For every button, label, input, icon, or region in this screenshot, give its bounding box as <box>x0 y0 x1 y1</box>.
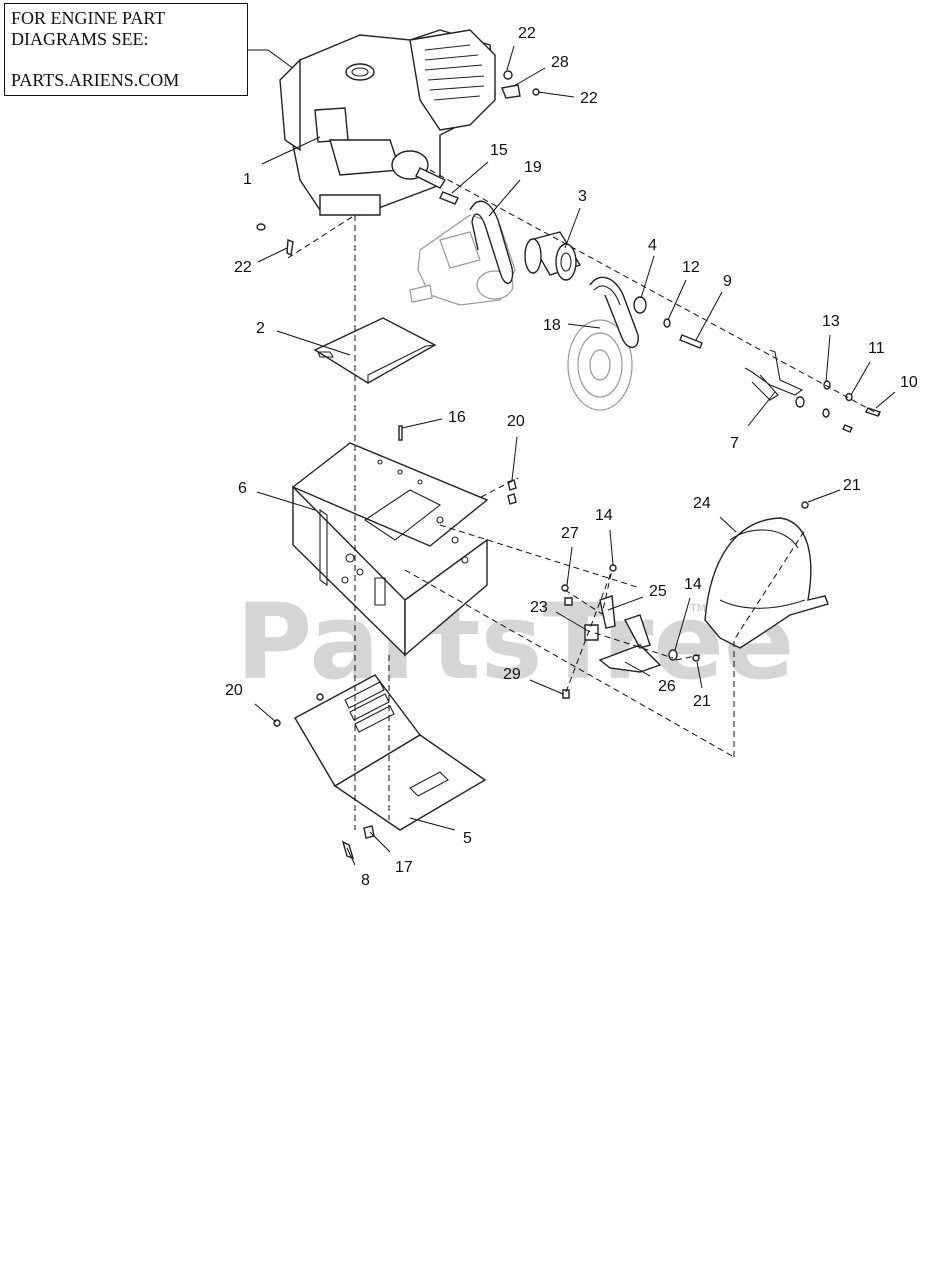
nut-14-upper-part <box>609 564 617 572</box>
pulley-18-part <box>567 276 639 411</box>
nut-27-b <box>564 597 573 606</box>
nut-22-top-part <box>503 70 513 80</box>
bolt-9-part <box>679 334 703 349</box>
bolt-20-lower-b <box>316 693 324 701</box>
callout-4: 4 <box>648 237 657 254</box>
gearbox-reference <box>409 214 516 306</box>
callout-21-lower: 21 <box>693 693 711 710</box>
belt-19-part <box>469 200 514 284</box>
nut-22-left-part <box>256 223 266 231</box>
callout-7: 7 <box>730 435 739 452</box>
callout-9: 9 <box>723 273 732 290</box>
bolt-10-part <box>865 407 881 417</box>
callout-11: 11 <box>868 340 885 357</box>
frame-6-part <box>291 442 489 657</box>
callout-12: 12 <box>682 259 700 276</box>
clip-17-part <box>363 825 375 839</box>
belt-cover-24-part <box>704 517 829 649</box>
callout-15: 15 <box>490 142 508 159</box>
callout-20-lower: 20 <box>225 682 243 699</box>
bracket-26-part <box>598 614 662 673</box>
pulley-3-part <box>524 231 582 281</box>
engine-part <box>279 29 496 216</box>
bolt-20-upper-b <box>507 493 517 505</box>
note-line-1: FOR ENGINE PART <box>11 8 166 28</box>
screw-small <box>842 424 853 433</box>
callout-13: 13 <box>822 313 840 330</box>
callout-20-upper: 20 <box>507 413 525 430</box>
key-15-part <box>439 191 459 205</box>
note-line-3: PARTS.ARIENS.COM <box>11 70 180 90</box>
nut-27-part <box>561 584 569 592</box>
callout-23: 23 <box>530 599 548 616</box>
callout-2: 2 <box>256 320 265 337</box>
washer-4-part <box>633 296 647 314</box>
callout-22-right: 22 <box>580 90 598 107</box>
callout-21-upper: 21 <box>843 477 861 494</box>
screw-16-part <box>398 425 403 441</box>
screw-21-upper-part <box>801 501 809 509</box>
callout-17: 17 <box>395 859 413 876</box>
callout-numbers: 22 28 22 1 15 19 3 22 4 12 9 2 18 13 11 … <box>225 25 918 889</box>
engine-parts-note: FOR ENGINE PART DIAGRAMS SEE: PARTS.ARIE… <box>4 3 248 96</box>
callout-8: 8 <box>361 872 370 889</box>
callout-22-top: 22 <box>518 25 536 42</box>
callout-29: 29 <box>503 666 521 683</box>
callout-1: 1 <box>243 171 252 188</box>
callout-14-upper: 14 <box>595 507 613 524</box>
callout-3: 3 <box>578 188 587 205</box>
callout-leaders <box>254 45 896 866</box>
bracket-7-part <box>744 349 804 401</box>
callout-6: 6 <box>238 480 247 497</box>
screw-21-lower-part <box>692 654 700 662</box>
callout-14-lower: 14 <box>684 576 702 593</box>
note-line-2: DIAGRAMS SEE: <box>11 29 149 49</box>
callout-24: 24 <box>693 495 711 512</box>
watermark-tm: TM <box>689 602 706 615</box>
skid-5-part <box>294 674 487 831</box>
clip-28-part <box>501 84 521 99</box>
callout-27: 27 <box>561 525 579 542</box>
callout-16: 16 <box>448 409 466 426</box>
nut-14-lower-part <box>668 649 678 661</box>
callout-22-left: 22 <box>234 259 252 276</box>
callout-18: 18 <box>543 317 561 334</box>
bracket-7-washer <box>795 396 805 408</box>
callout-26: 26 <box>658 678 676 695</box>
washer-small <box>822 408 830 418</box>
callout-19: 19 <box>524 159 542 176</box>
spring-23-part <box>584 624 599 641</box>
callout-25: 25 <box>649 583 667 600</box>
callout-5: 5 <box>463 830 472 847</box>
callout-28: 28 <box>551 54 569 71</box>
callout-10: 10 <box>900 374 918 391</box>
nut-12-part <box>663 318 671 328</box>
assembly-dashed-lines <box>287 169 881 830</box>
bracket-25-part <box>599 595 616 629</box>
bolt-22-lower-part <box>286 238 294 257</box>
